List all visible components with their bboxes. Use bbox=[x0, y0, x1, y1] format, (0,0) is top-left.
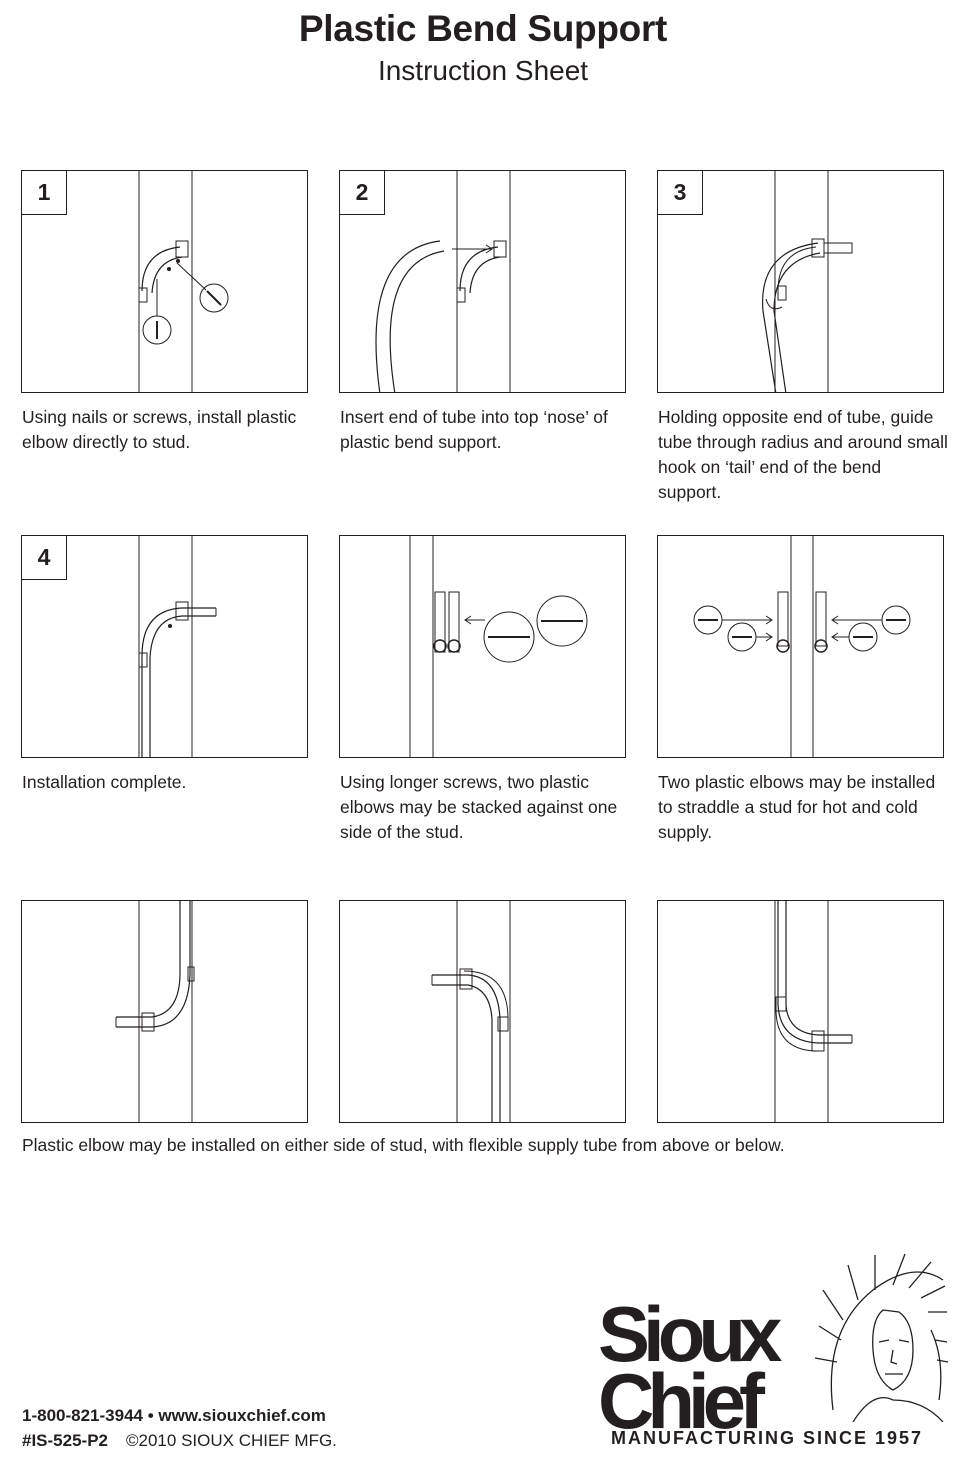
variant-illustration-3 bbox=[774, 901, 853, 1122]
step-3-illustration bbox=[762, 171, 853, 392]
step-number: 3 bbox=[658, 171, 703, 215]
variant-diagram-from-above-right bbox=[657, 900, 944, 1123]
step-2-illustration bbox=[375, 171, 511, 392]
variant-diagram-from-below-left bbox=[339, 900, 626, 1123]
step-number: 1 bbox=[22, 171, 67, 215]
step-2-diagram: 2 bbox=[339, 170, 626, 393]
stacked-elbows-illustration bbox=[409, 536, 588, 757]
straddle-elbows-illustration bbox=[693, 536, 911, 757]
part-number: #IS-525-P2 bbox=[22, 1431, 108, 1450]
stacked-elbows-caption: Using longer screws, two plastic elbows … bbox=[340, 772, 618, 842]
contact-line: 1-800-821-3944 • www.siouxchief.com bbox=[22, 1406, 326, 1425]
step-4-illustration bbox=[138, 536, 217, 757]
step-number: 4 bbox=[22, 536, 67, 580]
page-title: Plastic Bend Support bbox=[298, 8, 668, 49]
bottom-caption: Plastic elbow may be installed on either… bbox=[22, 1135, 785, 1155]
step-1-illustration bbox=[138, 171, 229, 392]
straddle-elbows-caption: Two plastic elbows may be installed to s… bbox=[658, 772, 936, 842]
chief-headdress-icon bbox=[814, 1253, 948, 1422]
logo-tagline: MANUFACTURING SINCE 1957 bbox=[611, 1428, 924, 1448]
step-1-diagram: 1 bbox=[21, 170, 308, 393]
stacked-elbows-diagram bbox=[339, 535, 626, 758]
step-1-caption: Using nails or screws, install plastic e… bbox=[22, 407, 297, 452]
page-subtitle: Instruction Sheet bbox=[377, 55, 589, 86]
logo-sioux: Sioux bbox=[598, 1290, 782, 1378]
part-copyright-line: #IS-525-P2 ©2010 SIOUX CHIEF MFG. bbox=[22, 1431, 337, 1451]
variant-diagram-from-above-left bbox=[21, 900, 308, 1123]
step-3-caption: Holding opposite end of tube, guide tube… bbox=[658, 407, 948, 502]
step-4-caption: Installation complete. bbox=[22, 772, 187, 792]
sioux-chief-logo: Sioux Chief MANUFACTURING SINCE 1957 bbox=[598, 1250, 948, 1460]
copyright: ©2010 SIOUX CHIEF MFG. bbox=[126, 1431, 337, 1450]
straddle-elbows-diagram bbox=[657, 535, 944, 758]
step-4-diagram: 4 bbox=[21, 535, 308, 758]
variant-illustration-1 bbox=[115, 901, 195, 1122]
step-2-caption: Insert end of tube into top ‘nose’ of pl… bbox=[340, 407, 608, 452]
step-3-diagram: 3 bbox=[657, 170, 944, 393]
variant-illustration-2 bbox=[431, 901, 511, 1122]
step-number: 2 bbox=[340, 171, 385, 215]
logo-chief: Chief bbox=[598, 1357, 765, 1445]
